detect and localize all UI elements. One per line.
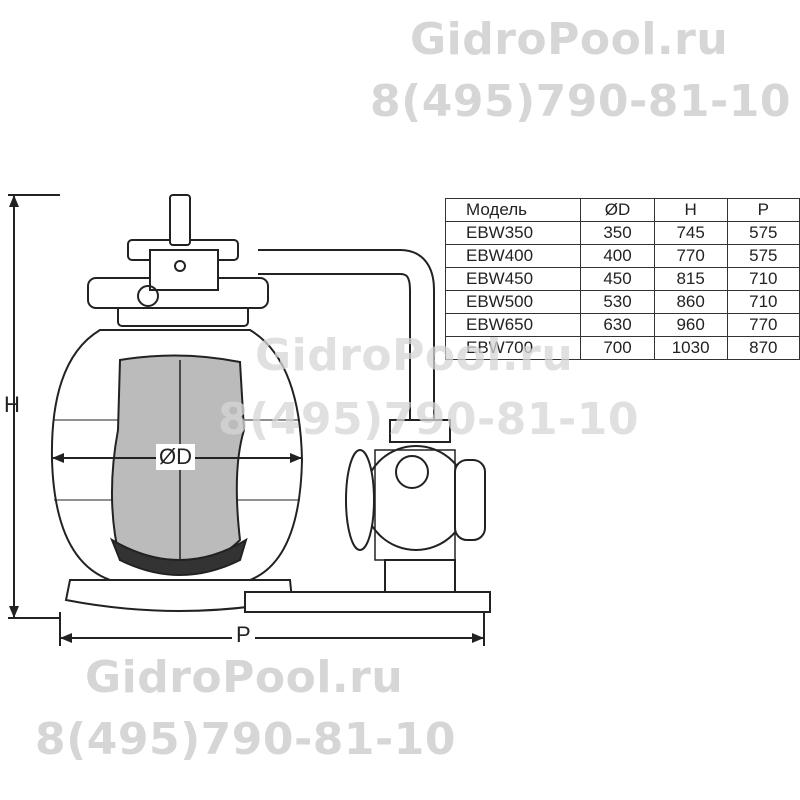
cell-diameter: 700 (580, 336, 655, 360)
watermark-phone-bottom: 8(495)790-81-10 (35, 714, 457, 765)
watermark-site-bottom: GidroPool.ru (85, 652, 404, 703)
header-height: H (653, 198, 728, 222)
table-header-row: Модель ØD H P (444, 198, 800, 222)
cell-length: 710 (726, 267, 800, 291)
cell-height: 770 (653, 244, 728, 268)
diameter-label: ØD (156, 444, 195, 470)
header-length: P (726, 198, 800, 222)
watermark-phone-top: 8(495)790-81-10 (370, 76, 792, 127)
cell-model: EBW450 (444, 267, 582, 291)
cell-height: 745 (653, 221, 728, 245)
cell-height: 815 (653, 267, 728, 291)
watermark-phone-middle: 8(495)790-81-10 (218, 394, 640, 445)
cell-diameter: 350 (580, 221, 655, 245)
cell-model: EBW350 (444, 221, 582, 245)
cell-length: 575 (726, 244, 800, 268)
cell-model: EBW400 (444, 244, 582, 268)
cell-model: EBW700 (444, 336, 582, 360)
cell-model: EBW500 (444, 290, 582, 314)
cell-model: EBW650 (444, 313, 582, 337)
cell-height: 860 (653, 290, 728, 314)
cell-length: 770 (726, 313, 800, 337)
cell-length: 870 (726, 336, 800, 360)
length-label: P (232, 622, 255, 648)
header-diameter: ØD (580, 198, 655, 222)
watermark-site-top: GidroPool.ru (410, 14, 729, 65)
base-plate (244, 591, 491, 613)
cell-diameter: 530 (580, 290, 655, 314)
cell-height: 1030 (653, 336, 728, 360)
height-label: H (4, 392, 20, 417)
cell-length: 575 (726, 221, 800, 245)
watermark-site-middle: GidroPool.ru (255, 330, 574, 381)
cell-diameter: 450 (580, 267, 655, 291)
cell-diameter: 400 (580, 244, 655, 268)
header-model: Модель (444, 198, 582, 222)
cell-length: 710 (726, 290, 800, 314)
cell-diameter: 630 (580, 313, 655, 337)
cell-height: 960 (653, 313, 728, 337)
